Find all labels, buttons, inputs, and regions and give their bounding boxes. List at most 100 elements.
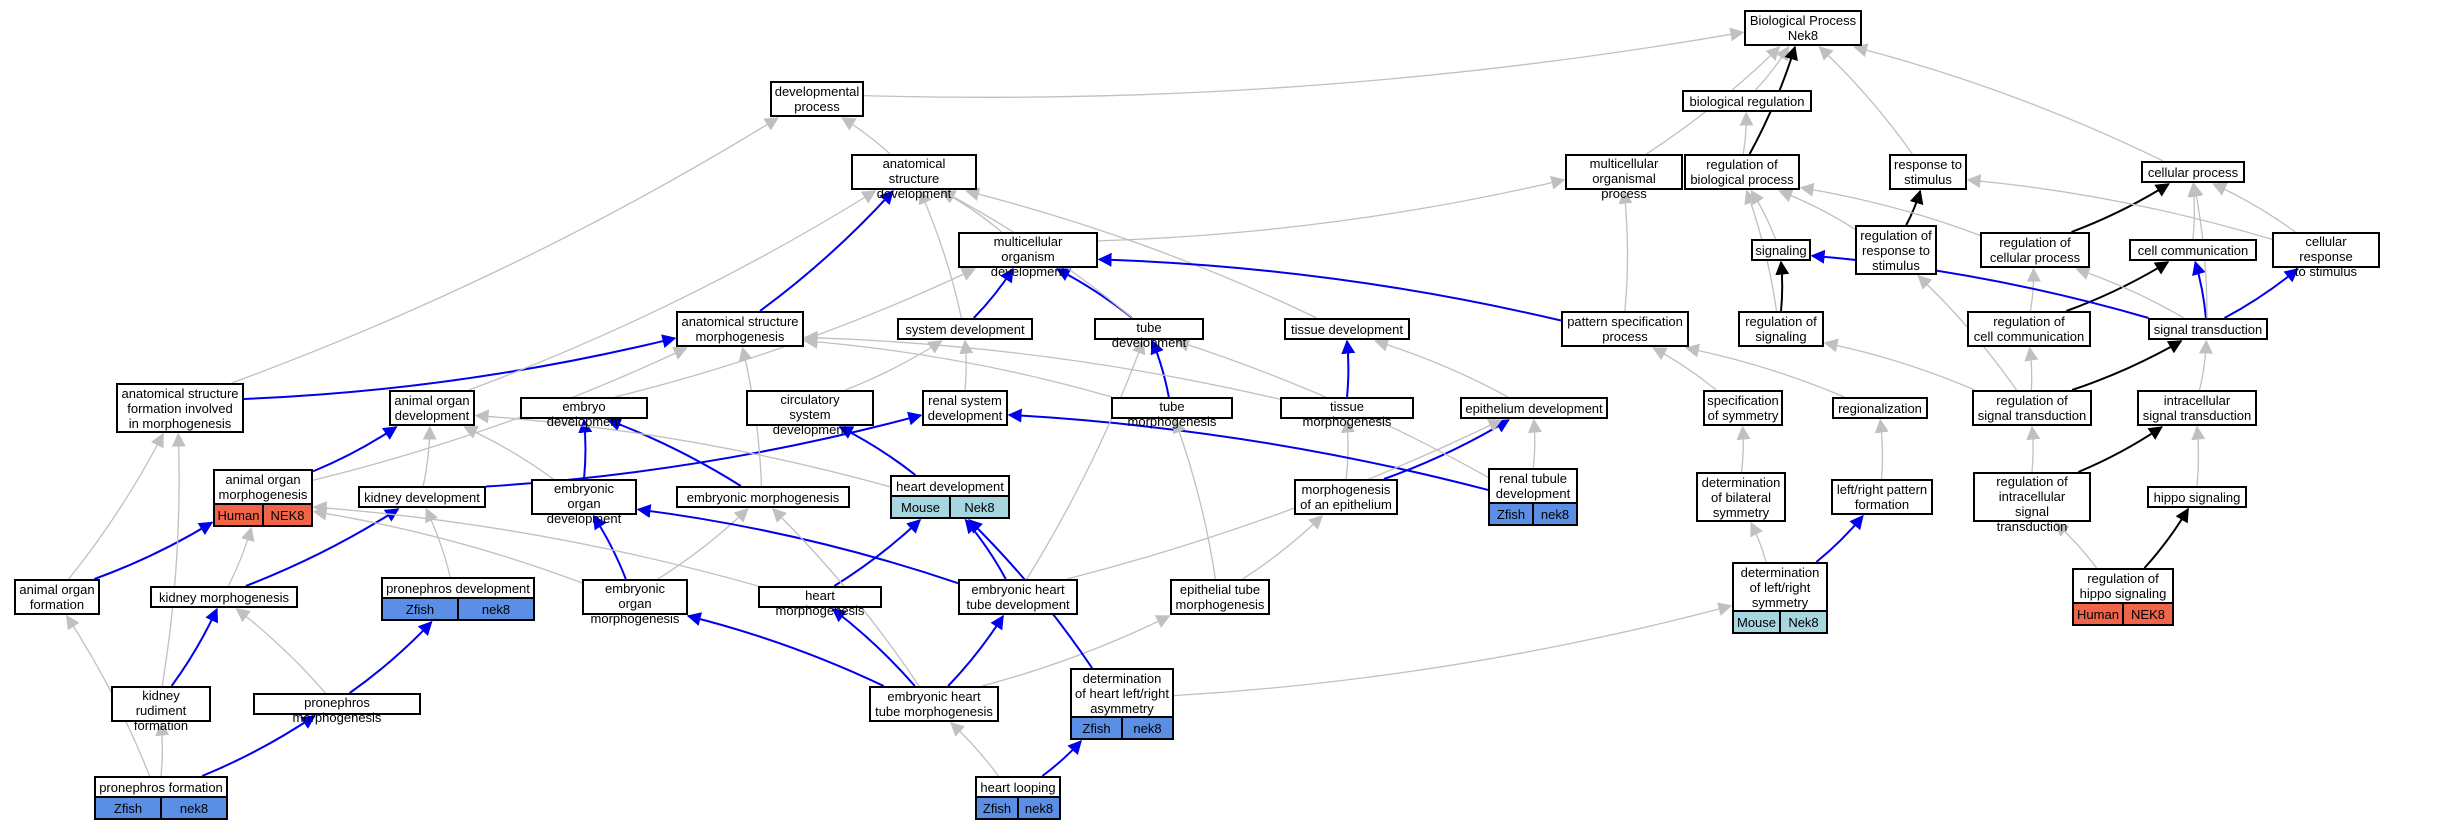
go-term-embd[interactable]: embryo development <box>520 397 648 429</box>
gene-badge: nek8 <box>457 599 533 619</box>
go-term-emorph[interactable]: embryonic morphogenesis <box>676 486 850 508</box>
edge-tism-to-asm <box>803 330 1281 400</box>
go-term-mop[interactable]: multicellular organismal process <box>1565 154 1683 201</box>
go-term-etm[interactable]: epithelial tube morphogenesis <box>1170 579 1270 615</box>
go-term-label: signal transduction <box>2153 321 2263 337</box>
go-term-pat[interactable]: pattern specification process <box>1561 311 1689 347</box>
go-term-label: regulation of cell communication <box>1973 314 2085 344</box>
go-term-tubed[interactable]: tube development <box>1094 318 1204 350</box>
go-term-rsd[interactable]: renal system development <box>922 390 1008 426</box>
go-term-rbp[interactable]: regulation of biological process <box>1684 154 1800 190</box>
go-term-cc[interactable]: cell communication <box>2129 239 2257 261</box>
go-term-label: regulation of signaling <box>1745 314 1817 344</box>
go-term-eom[interactable]: embryonic organ morphogenesis <box>582 579 688 626</box>
go-term-spsym[interactable]: specification of symmetry <box>1703 390 1783 426</box>
edge-dlr-to-dbs <box>1750 521 1767 563</box>
go-term-label: Biological Process Nek8 <box>1749 13 1857 43</box>
go-term-circ[interactable]: circulatory system development <box>746 390 874 437</box>
go-term-rcc[interactable]: regulation of cell communication <box>1967 311 2091 347</box>
edge-etm-to-tubem <box>1172 418 1217 580</box>
edge-aof-to-aom <box>94 521 214 580</box>
go-term-ist[interactable]: intracellular signal transduction <box>2137 390 2257 426</box>
go-term-label: kidney morphogenesis <box>158 589 290 605</box>
go-term-label: epithelial tube morphogenesis <box>1175 582 1265 612</box>
species-badge: Zfish <box>96 798 160 818</box>
edge-pat-to-mod <box>1097 252 1562 322</box>
go-term-ehtd[interactable]: embryonic heart tube development <box>958 579 1078 615</box>
go-term-rrs[interactable]: regulation of response to stimulus <box>1855 225 1937 275</box>
go-term-reg[interactable]: regionalization <box>1832 397 1928 419</box>
edge-cc-to-cp <box>2187 182 2202 240</box>
edge-hm-to-aom <box>312 501 759 587</box>
go-term-aod[interactable]: animal organ development <box>389 390 475 426</box>
go-term-label: animal organ formation <box>19 582 95 612</box>
go-term-sig[interactable]: signaling <box>1751 239 1811 261</box>
go-term-crs[interactable]: cellular response to stimulus <box>2272 232 2380 279</box>
go-term-dhlr[interactable]: determination of heart left/right asymme… <box>1070 668 1174 740</box>
go-term-eod[interactable]: embryonic organ development <box>531 479 637 526</box>
edge-hm-to-heart <box>833 519 922 587</box>
go-term-pm[interactable]: pronephros morphogenesis <box>253 693 421 725</box>
edge-pd-to-kid <box>425 507 451 578</box>
go-term-label: embryonic morphogenesis <box>686 489 840 505</box>
go-term-ehtm[interactable]: embryonic heart tube morphogenesis <box>869 686 999 722</box>
go-term-rist[interactable]: regulation of intracellular signal trans… <box>1973 472 2091 534</box>
go-term-aof[interactable]: animal organ formation <box>14 579 100 615</box>
edge-ehtd-to-tubed <box>1026 339 1146 580</box>
go-term-dbs[interactable]: determination of bilateral symmetry <box>1696 472 1786 522</box>
edge-rtd-to-rsd <box>1007 408 1489 491</box>
edge-st-to-crs <box>2223 268 2299 319</box>
go-term-epid[interactable]: epithelium development <box>1460 397 1608 419</box>
edge-st-to-rcp <box>2075 266 2185 319</box>
go-term-asd[interactable]: anatomical structure development <box>851 154 977 201</box>
go-term-rsig[interactable]: regulation of signaling <box>1738 311 1824 347</box>
edge-tubem-to-asm <box>803 334 1113 398</box>
go-term-lrp[interactable]: left/right pattern formation <box>1831 479 1933 515</box>
go-term-tism[interactable]: tissue morphogenesis <box>1280 397 1414 429</box>
edge-hl-to-dhlr <box>1041 739 1083 777</box>
go-term-asm[interactable]: anatomical structure morphogenesis <box>676 311 804 347</box>
edge-pf-to-pm <box>201 715 316 777</box>
go-term-cp[interactable]: cellular process <box>2141 161 2245 183</box>
go-term-krf[interactable]: kidney rudiment formation <box>111 686 211 733</box>
edge-eom-to-emorph <box>657 508 749 580</box>
go-term-tisd[interactable]: tissue development <box>1284 318 1410 340</box>
go-term-st[interactable]: signal transduction <box>2148 318 2268 340</box>
go-term-label: embryonic organ development <box>546 481 622 526</box>
go-term-moe[interactable]: morphogenesis of an epithelium <box>1294 479 1398 515</box>
edge-tisd-to-asd <box>965 187 1317 319</box>
go-term-breg[interactable]: biological regulation <box>1682 90 1812 112</box>
go-term-label: kidney development <box>364 489 480 505</box>
go-term-rcp[interactable]: regulation of cellular process <box>1980 232 2090 268</box>
go-term-kid[interactable]: kidney development <box>358 486 486 508</box>
go-term-hippo[interactable]: hippo signaling <box>2147 486 2247 508</box>
go-term-mod[interactable]: multicellular organism development <box>958 232 1098 279</box>
edge-asd-to-dev <box>841 117 891 155</box>
go-term-sysd[interactable]: system development <box>897 318 1033 340</box>
go-term-hm[interactable]: heart morphogenesis <box>758 586 882 618</box>
go-term-rst[interactable]: regulation of signal transduction <box>1972 390 2092 426</box>
edge-tism-to-tisd <box>1341 339 1356 398</box>
go-term-dev[interactable]: developmental process <box>770 81 864 117</box>
go-term-km[interactable]: kidney morphogenesis <box>150 586 298 608</box>
go-term-label: animal organ morphogenesis <box>218 472 308 502</box>
edge-reg-to-pat <box>1684 343 1845 398</box>
go-term-rts[interactable]: response to stimulus <box>1889 154 1967 190</box>
go-term-label: multicellular organism development <box>990 234 1066 279</box>
edge-km-to-kid <box>245 508 400 587</box>
go-term-label: determination of heart left/right asymme… <box>1075 670 1169 716</box>
go-term-tubem[interactable]: tube morphogenesis <box>1111 397 1233 429</box>
go-term-bp[interactable]: Biological Process Nek8 <box>1744 10 1862 46</box>
go-term-asf[interactable]: anatomical structure formation involved … <box>116 383 244 433</box>
